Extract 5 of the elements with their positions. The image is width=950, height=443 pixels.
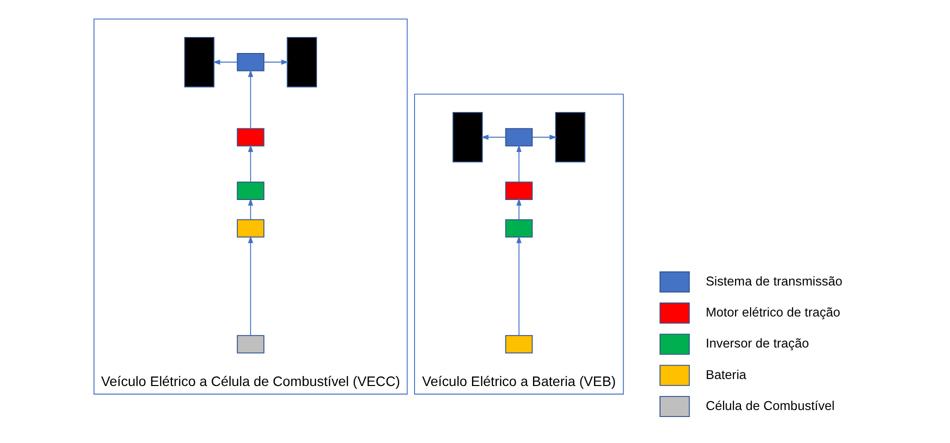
legend-label: Inversor de tração (706, 336, 809, 351)
legend-label: Sistema de transmissão (706, 273, 842, 288)
legend-label: Motor elétrico de tração (706, 304, 840, 320)
legend-label: Bateria (706, 366, 746, 382)
legend-label: Célula de Combustível (706, 398, 835, 413)
